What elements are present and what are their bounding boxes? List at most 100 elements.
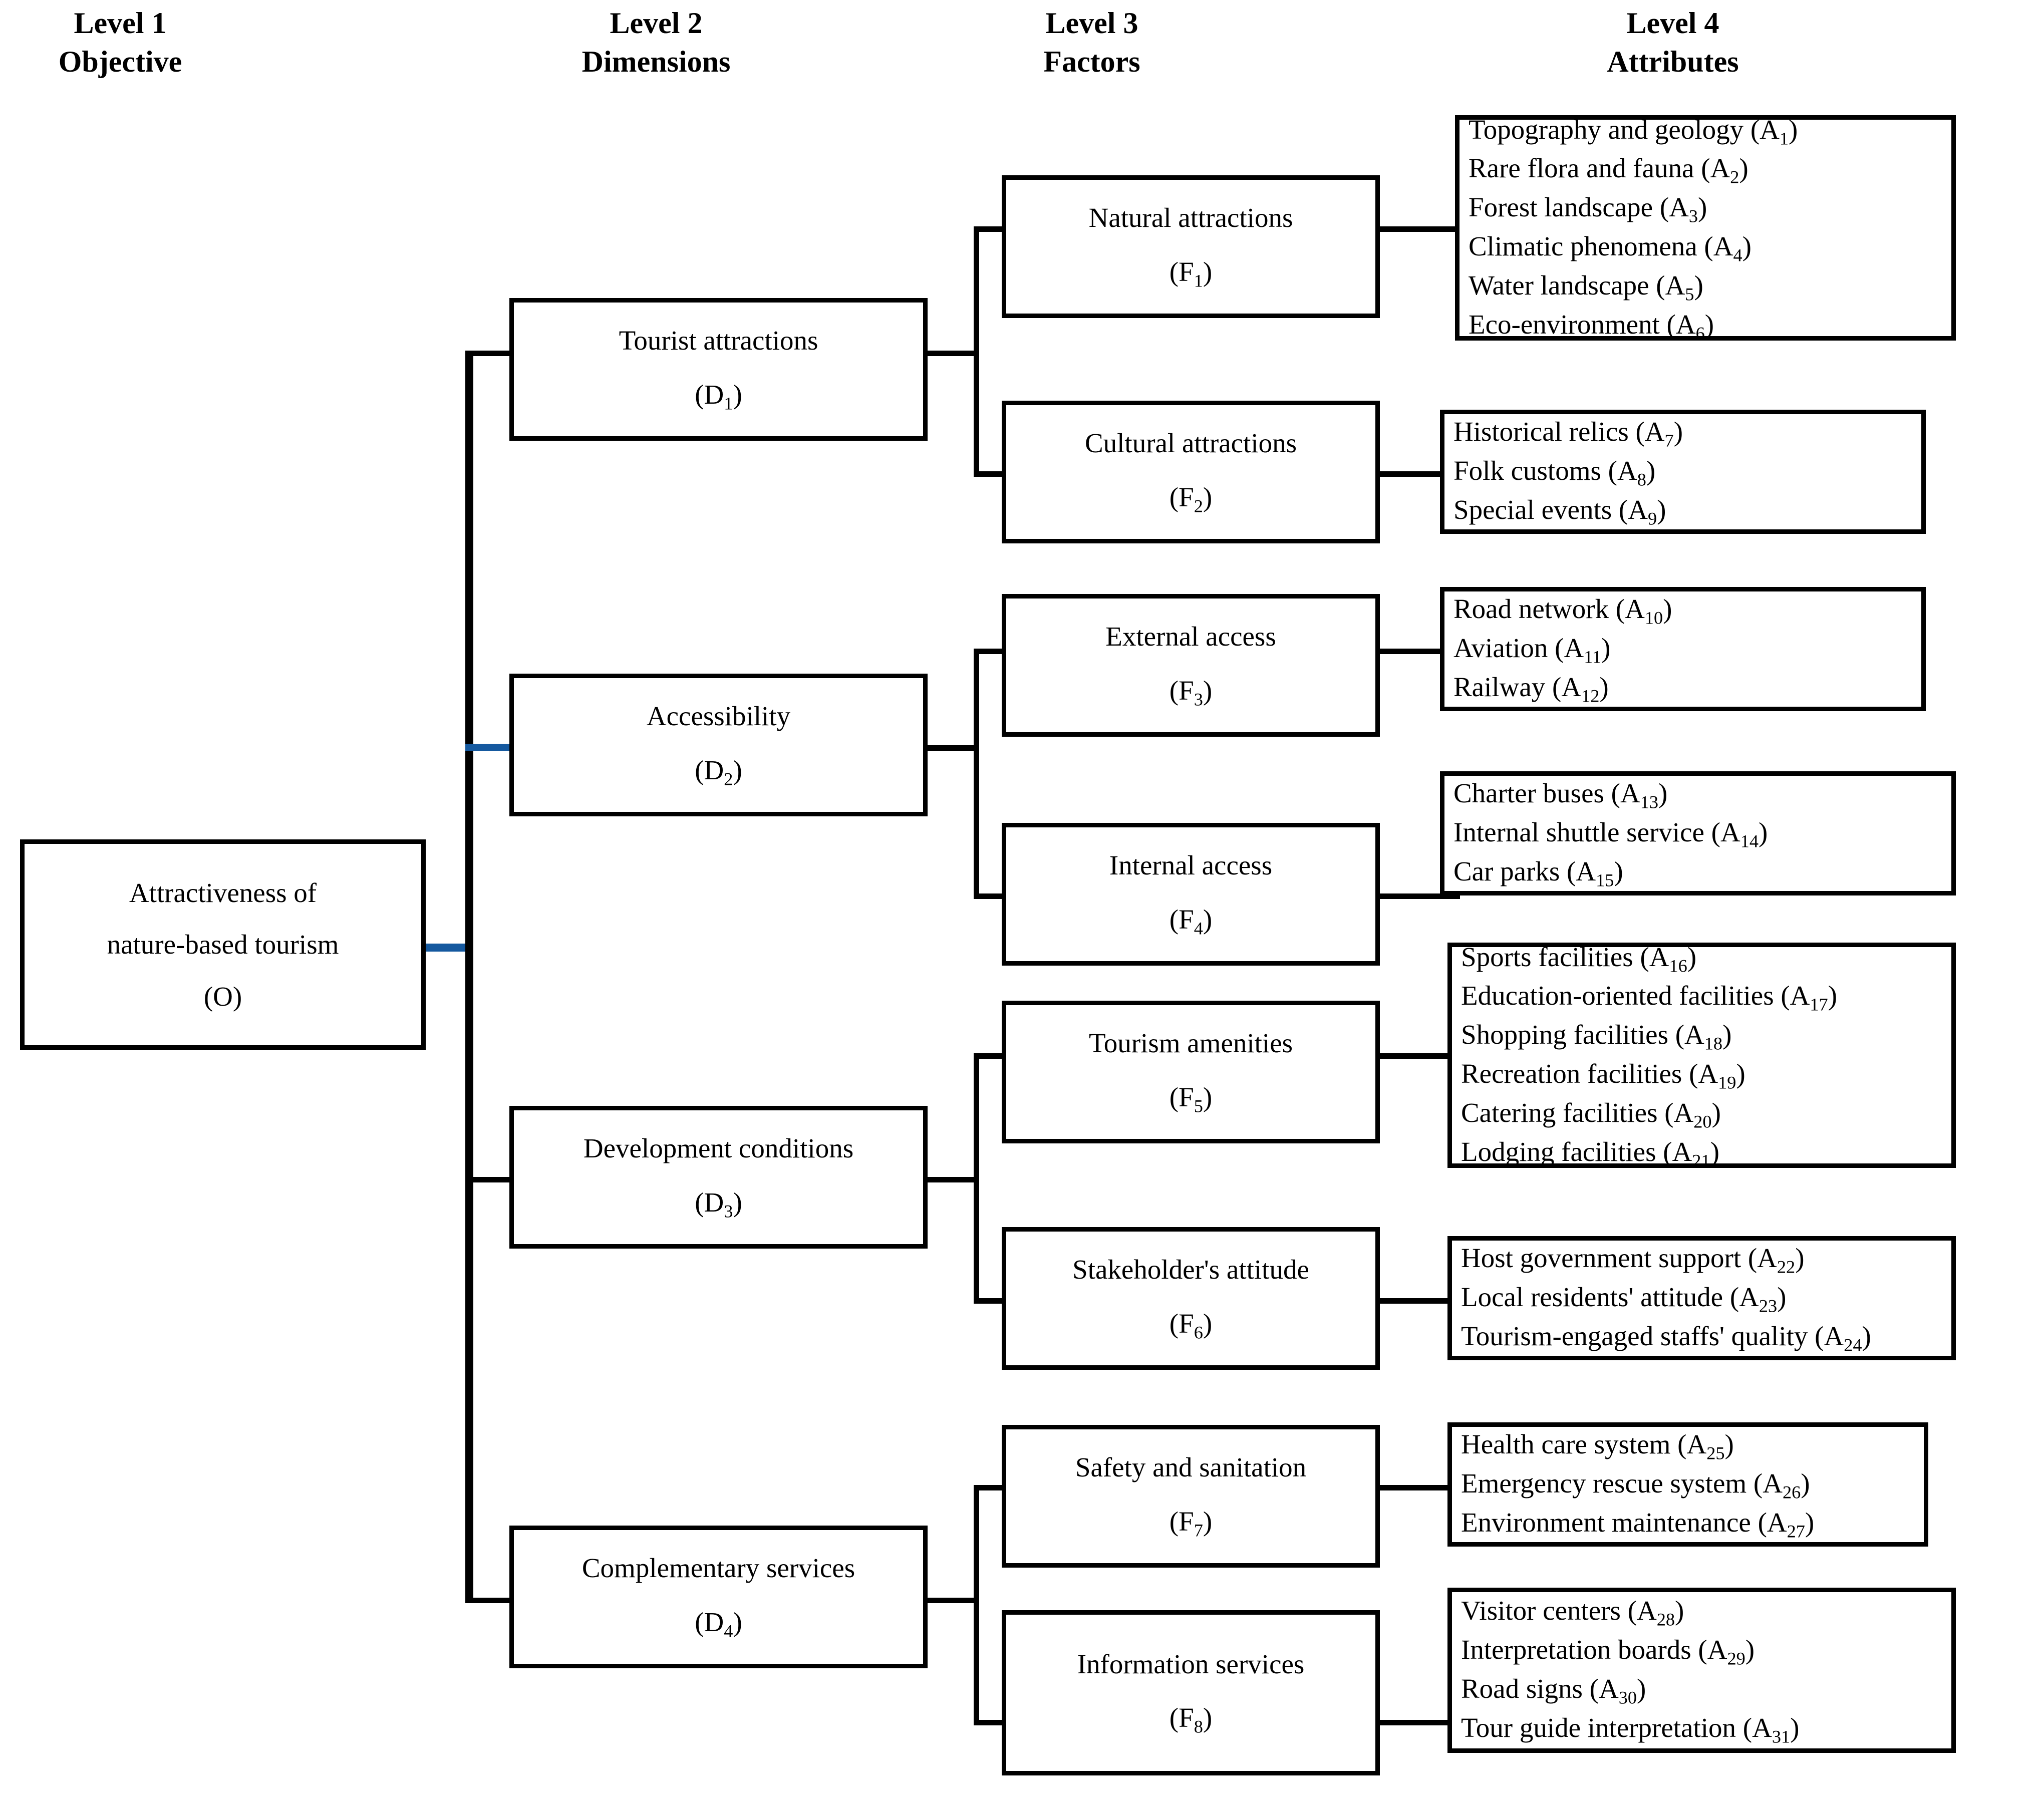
connector-trunk-to-d4 (465, 1598, 513, 1603)
factor-box-f4[interactable]: Internal access (F4) (1002, 823, 1380, 966)
factor-label: Internal access (1109, 850, 1273, 881)
connector-f7-to-a7 (1377, 1485, 1460, 1490)
attribute-item: Water landscape (A5) (1469, 269, 1703, 305)
connector-f2-to-a2 (1377, 471, 1460, 477)
header-line-1: Level 4 (1626, 7, 1719, 40)
dimension-label: Development conditions (583, 1133, 854, 1164)
attribute-item: Interpretation boards (A29) (1461, 1634, 1755, 1669)
attribute-box-group-6[interactable]: Host government support (A22) Local resi… (1447, 1236, 1956, 1360)
connector-d2-out (924, 745, 979, 751)
connector-d3-out (924, 1177, 979, 1182)
attribute-item: Internal shuttle service (A14) (1453, 817, 1768, 851)
connector-trunk-vertical (465, 351, 473, 1603)
attribute-item: Road signs (A30) (1461, 1673, 1646, 1708)
attribute-box-group-8[interactable]: Visitor centers (A28) Interpretation boa… (1447, 1588, 1956, 1753)
dimension-box-d1[interactable]: Tourist attractions (D1) (509, 298, 928, 441)
attribute-item: Special events (A9) (1453, 494, 1666, 529)
header-line-1: Level 1 (74, 7, 167, 40)
attribute-item: Health care system (A25) (1461, 1429, 1734, 1463)
dimension-box-d3[interactable]: Development conditions (D3) (509, 1106, 928, 1249)
attribute-item: Shopping facilities (A18) (1461, 1019, 1732, 1054)
header-line-2: Dimensions (581, 45, 731, 78)
factor-label: Safety and sanitation (1075, 1452, 1307, 1483)
attribute-item: Folk customs (A8) (1453, 455, 1656, 490)
attribute-item: Rare flora and fauna (A2) (1469, 153, 1748, 188)
attribute-item: Charter buses (A13) (1453, 778, 1668, 812)
connector-d3-to-f6 (974, 1298, 1026, 1304)
attribute-item: Aviation (A11) (1453, 633, 1611, 667)
objective-code: (O) (203, 981, 242, 1012)
objective-box[interactable]: Attractiveness of nature-based tourism (… (20, 839, 426, 1050)
factor-box-f3[interactable]: External access (F3) (1002, 594, 1380, 737)
factor-box-f5[interactable]: Tourism amenities (F5) (1002, 1001, 1380, 1143)
connector-d4-out (924, 1598, 979, 1603)
attribute-item: Railway (A12) (1453, 671, 1609, 706)
column-header-level-3: Level 3 Factors (982, 4, 1202, 81)
connector-f5-to-a5 (1377, 1053, 1460, 1059)
attribute-box-group-2[interactable]: Historical relics (A7) Folk customs (A8)… (1440, 410, 1926, 534)
factor-box-f6[interactable]: Stakeholder's attitude (F6) (1002, 1227, 1380, 1370)
header-line-2: Attributes (1607, 45, 1739, 78)
factor-box-f8[interactable]: Information services (F8) (1002, 1610, 1380, 1775)
attribute-item: Eco-environment (A6) (1469, 309, 1714, 344)
dimension-box-d4[interactable]: Complementary services (D4) (509, 1526, 928, 1668)
attribute-item: Topography and geology (A1) (1469, 114, 1798, 149)
connector-trunk-to-d3 (465, 1177, 513, 1182)
factor-label: External access (1105, 621, 1276, 652)
connector-d1-bracket (974, 226, 979, 477)
connector-trunk-to-d1 (465, 351, 513, 356)
attribute-box-group-1[interactable]: Topography and geology (A1) Rare flora a… (1455, 114, 1956, 343)
attribute-item: Lodging facilities (A21) (1461, 1136, 1719, 1171)
attribute-box-group-3[interactable]: Road network (A10) Aviation (A11) Railwa… (1440, 587, 1926, 711)
attribute-box-group-7[interactable]: Health care system (A25) Emergency rescu… (1447, 1422, 1928, 1547)
connector-d2-to-f4 (974, 893, 1026, 899)
attribute-item: Tour guide interpretation (A31) (1461, 1712, 1800, 1747)
attribute-item: Visitor centers (A28) (1461, 1595, 1684, 1630)
connector-objective-stub (423, 944, 471, 952)
attribute-item: Historical relics (A7) (1453, 416, 1683, 451)
factor-code: (F5) (1169, 1081, 1213, 1116)
factor-label: Stakeholder's attitude (1072, 1254, 1309, 1285)
connector-f3-to-a3 (1377, 649, 1460, 654)
factor-code: (F2) (1169, 481, 1213, 516)
connector-d4-bracket (974, 1485, 979, 1725)
dimension-code: (D1) (695, 379, 742, 414)
dimension-code: (D2) (695, 754, 742, 789)
dimension-code: (D4) (695, 1606, 742, 1641)
attribute-item: Environment maintenance (A27) (1461, 1507, 1815, 1542)
attribute-box-group-4[interactable]: Charter buses (A13) Internal shuttle ser… (1440, 771, 1956, 895)
connector-f8-to-a8 (1377, 1720, 1460, 1725)
header-line-1: Level 3 (1045, 7, 1138, 40)
dimension-code: (D3) (695, 1186, 742, 1222)
header-line-1: Level 2 (610, 7, 703, 40)
column-header-level-4: Level 4 Attributes (1523, 4, 1823, 81)
attribute-item: Climatic phenomena (A4) (1469, 231, 1751, 265)
dimension-box-d2[interactable]: Accessibility (D2) (509, 674, 928, 816)
connector-d3-to-f5 (974, 1053, 1026, 1059)
attribute-item: Recreation facilities (A19) (1461, 1058, 1745, 1093)
connector-d1-out (924, 351, 979, 356)
factor-label: Information services (1077, 1648, 1305, 1679)
connector-d1-to-f2 (974, 471, 1026, 477)
attribute-item: Host government support (A22) (1461, 1243, 1805, 1277)
connector-d2-bracket (974, 649, 979, 899)
factor-label: Natural attractions (1088, 202, 1293, 233)
column-header-level-2: Level 2 Dimensions (541, 4, 771, 81)
factor-code: (F3) (1169, 675, 1213, 710)
factor-code: (F1) (1169, 256, 1213, 291)
attribute-box-group-5[interactable]: Sports facilities (A16) Education-orient… (1447, 942, 1956, 1170)
attribute-item: Emergency rescue system (A26) (1461, 1468, 1810, 1503)
column-header-level-1: Level 1 Objective (10, 4, 230, 81)
dimension-label: Accessibility (646, 701, 791, 732)
attribute-item: Education-oriented facilities (A17) (1461, 980, 1838, 1015)
factor-box-f2[interactable]: Cultural attractions (F2) (1002, 401, 1380, 543)
factor-box-f7[interactable]: Safety and sanitation (F7) (1002, 1425, 1380, 1568)
factor-code: (F6) (1169, 1308, 1213, 1343)
objective-line-2: nature-based tourism (107, 929, 339, 960)
connector-f1-to-a1 (1377, 226, 1460, 232)
header-line-2: Objective (58, 45, 182, 78)
connector-d2-to-f3 (974, 649, 1026, 654)
attribute-item: Car parks (A15) (1453, 855, 1623, 890)
factor-box-f1[interactable]: Natural attractions (F1) (1002, 175, 1380, 318)
attribute-item: Road network (A10) (1453, 593, 1672, 628)
